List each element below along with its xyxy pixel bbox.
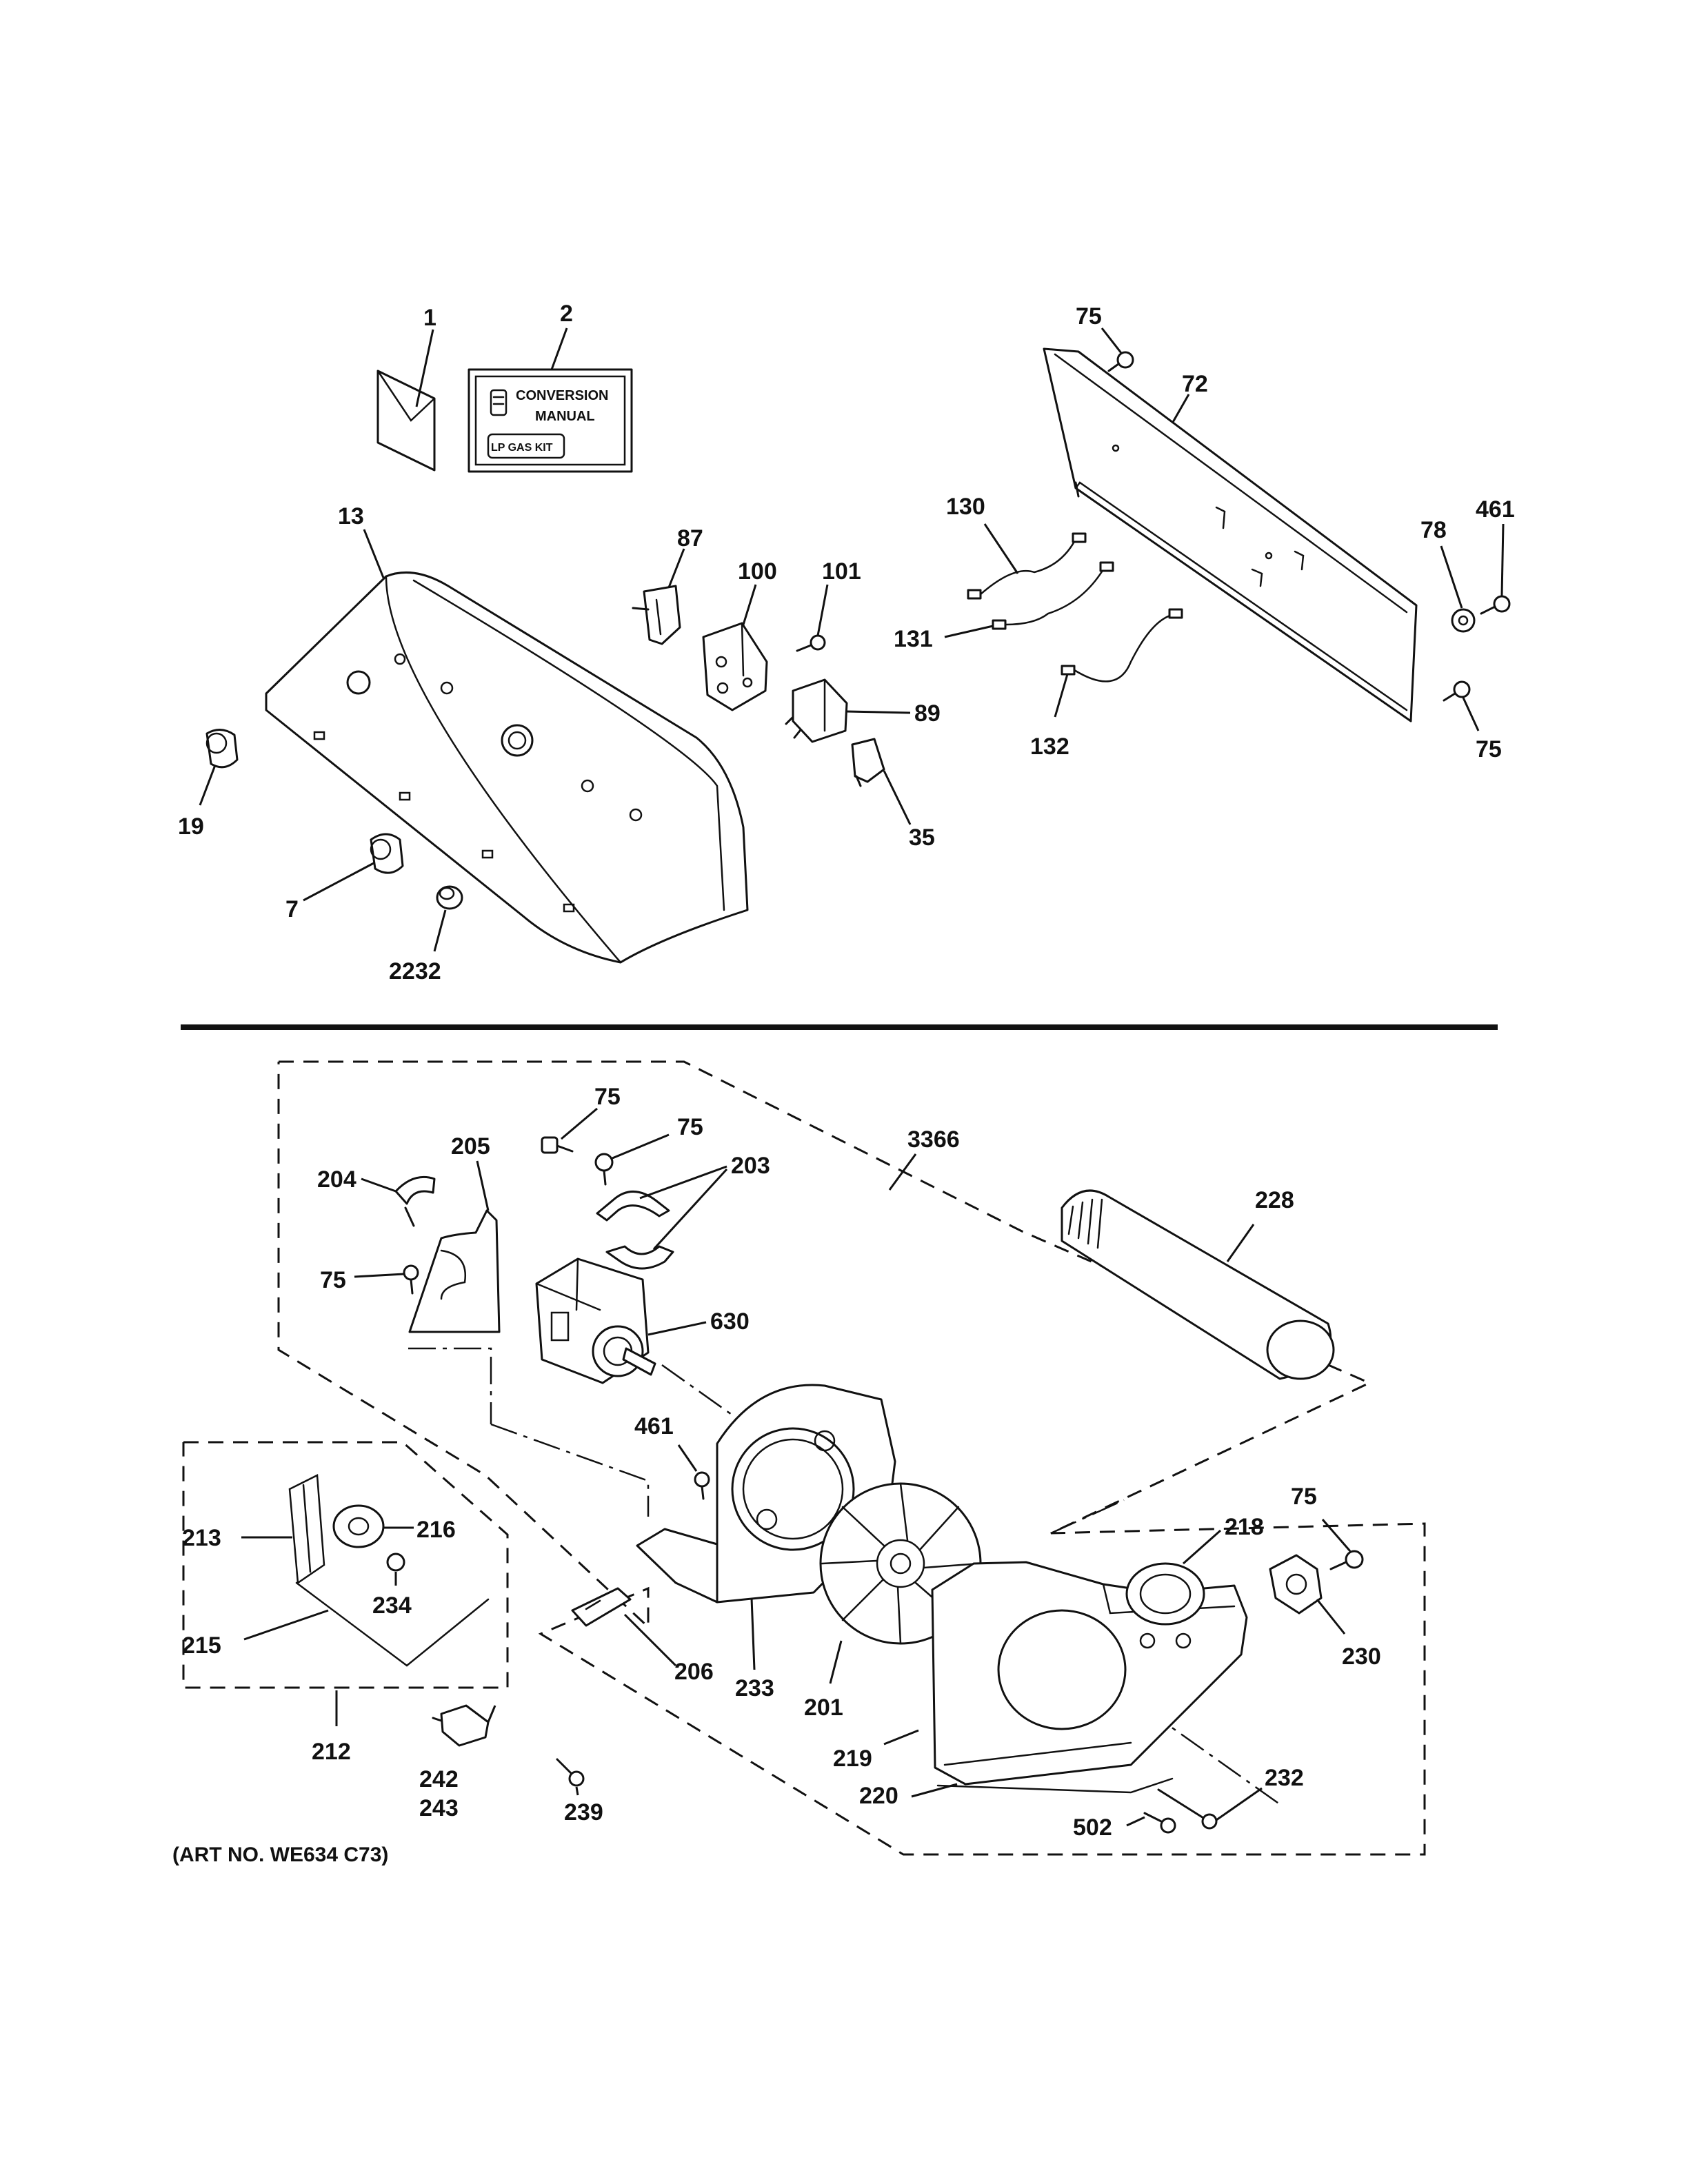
label-35: 35 xyxy=(909,825,935,851)
label-502: 502 xyxy=(1073,1814,1112,1841)
label-75-lower-right: 75 xyxy=(1291,1484,1317,1510)
spacer-234-part xyxy=(386,1553,405,1572)
label-232: 232 xyxy=(1265,1765,1304,1791)
label-215: 215 xyxy=(182,1632,221,1659)
bracket-206-part xyxy=(571,1587,632,1627)
label-461-lower: 461 xyxy=(634,1413,674,1439)
bracket-205-part xyxy=(408,1209,501,1333)
screw-75-upper-b-part xyxy=(594,1153,614,1186)
label-19: 19 xyxy=(178,813,204,840)
motor-630-part xyxy=(535,1257,656,1384)
switch-35-part xyxy=(851,738,885,787)
knob-7-part xyxy=(370,833,404,874)
idler-pulley-216-part xyxy=(332,1504,385,1548)
manual-title-2: MANUAL xyxy=(535,409,595,424)
label-131: 131 xyxy=(894,626,933,652)
screw-461-lower-part xyxy=(694,1471,710,1500)
timer-100-part xyxy=(702,622,768,711)
clamp-203-part xyxy=(596,1191,674,1270)
label-2: 2 xyxy=(560,301,573,327)
label-203: 203 xyxy=(731,1153,770,1179)
wire-harness-131-part xyxy=(992,561,1114,630)
screw-75-upper-a-part xyxy=(541,1136,574,1154)
screw-75-right-part xyxy=(1443,680,1471,702)
label-220: 220 xyxy=(859,1783,898,1809)
art-number-caption: (ART NO. WE634 C73) xyxy=(172,1843,388,1866)
knob-19-part xyxy=(205,729,239,769)
label-13: 13 xyxy=(338,503,364,529)
button-2232-part xyxy=(436,885,463,910)
label-7: 7 xyxy=(285,896,299,922)
clip-204-part xyxy=(394,1175,436,1227)
label-212: 212 xyxy=(312,1739,351,1765)
switch-89-part xyxy=(785,678,848,743)
label-630: 630 xyxy=(710,1308,750,1335)
screw-101-part xyxy=(796,634,826,652)
envelope-part xyxy=(376,370,436,472)
idler-arm-213-part xyxy=(288,1474,325,1585)
belt-kit-boundary-212 xyxy=(182,1441,509,1689)
back-panel-72-part xyxy=(1043,347,1418,722)
label-130: 130 xyxy=(946,494,985,520)
wire-harness-132-part xyxy=(1061,608,1183,682)
label-239: 239 xyxy=(564,1799,603,1826)
duct-228-part xyxy=(1061,1189,1335,1380)
label-216: 216 xyxy=(416,1517,456,1543)
switch-87-part xyxy=(632,585,681,645)
label-75-right: 75 xyxy=(1476,736,1502,762)
screw-75-top-part xyxy=(1107,351,1134,372)
thermostat-230-part xyxy=(1269,1554,1323,1615)
label-219: 219 xyxy=(833,1746,872,1772)
screw-75-lower-right-part xyxy=(1329,1550,1364,1570)
label-233: 233 xyxy=(735,1675,774,1701)
label-132: 132 xyxy=(1030,734,1069,760)
kit-boundary-3366 xyxy=(277,1060,1426,1856)
label-89: 89 xyxy=(914,700,941,727)
label-243: 243 xyxy=(419,1795,459,1821)
label-206: 206 xyxy=(674,1659,714,1685)
label-75-upper-b: 75 xyxy=(677,1114,703,1140)
label-234: 234 xyxy=(372,1593,412,1619)
belt-215-part xyxy=(295,1581,490,1667)
heater-218-part xyxy=(1125,1562,1205,1626)
screw-502-part xyxy=(1143,1812,1176,1834)
conversion-manual-part: CONVERSION MANUAL LP GAS KIT xyxy=(468,368,633,473)
wire-harness-130-part xyxy=(967,532,1087,600)
control-panel-part xyxy=(265,572,749,964)
label-461-top: 461 xyxy=(1476,496,1515,523)
label-75-left: 75 xyxy=(320,1267,346,1293)
bolt-232-part xyxy=(1157,1788,1218,1830)
label-213: 213 xyxy=(182,1525,221,1551)
label-218: 218 xyxy=(1225,1514,1264,1540)
label-1: 1 xyxy=(423,305,436,331)
bulkhead-233-part xyxy=(636,1384,896,1604)
label-228: 228 xyxy=(1255,1187,1294,1213)
label-230: 230 xyxy=(1342,1644,1381,1670)
label-3366: 3366 xyxy=(907,1126,960,1153)
switch-242-part xyxy=(432,1704,490,1747)
label-2232: 2232 xyxy=(389,958,441,984)
label-100: 100 xyxy=(738,558,777,585)
label-75-top: 75 xyxy=(1076,303,1102,330)
label-78: 78 xyxy=(1420,517,1447,543)
label-205: 205 xyxy=(451,1133,490,1160)
label-87: 87 xyxy=(677,525,703,552)
label-201: 201 xyxy=(804,1695,843,1721)
label-75-upper-a: 75 xyxy=(594,1084,621,1110)
screw-461-top-part xyxy=(1480,595,1511,615)
label-242: 242 xyxy=(419,1766,459,1792)
screw-239-part xyxy=(556,1758,585,1787)
label-204: 204 xyxy=(317,1166,356,1193)
washer-78-part xyxy=(1451,608,1476,633)
screw-75-left-part xyxy=(403,1264,419,1295)
manual-kit-label: LP GAS KIT xyxy=(491,442,553,454)
manual-title-1: CONVERSION xyxy=(516,388,608,403)
label-101: 101 xyxy=(822,558,861,585)
label-72: 72 xyxy=(1182,371,1208,397)
seal-220-part xyxy=(936,1777,1174,1794)
